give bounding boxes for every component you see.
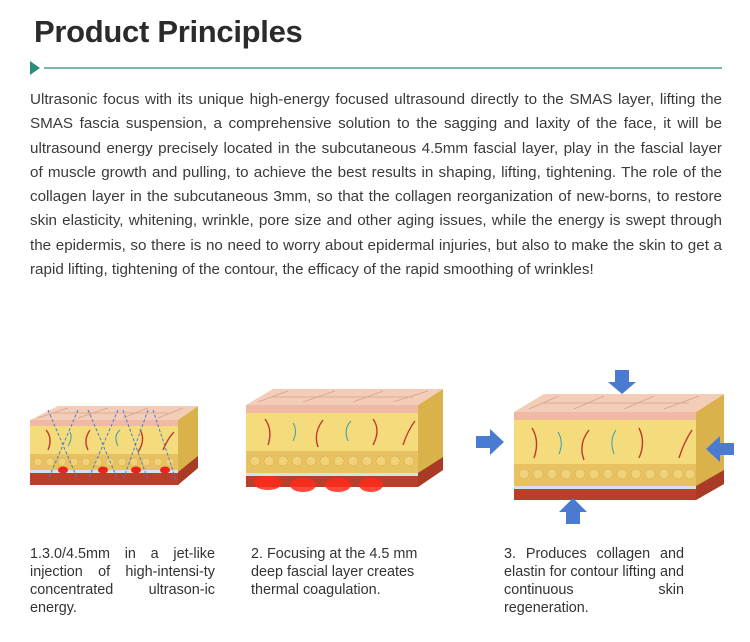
- section-divider: [30, 61, 722, 75]
- intro-paragraph: Ultrasonic focus with its unique high-en…: [30, 91, 722, 279]
- page-title: Product Principles: [34, 14, 303, 49]
- step-3-caption: 3. Produces collagen and elastin for con…: [504, 546, 684, 616]
- step-2-caption: 2. Focusing at the 4.5 mm deep fascial l…: [251, 546, 418, 598]
- skin-diagram-regeneration: [476, 370, 734, 524]
- skin-diagram-injection: [30, 406, 198, 485]
- step-1-caption: 1.3.0/4.5mm in a jet-like injection of h…: [30, 546, 215, 616]
- skin-diagram-coagulation: [246, 389, 443, 492]
